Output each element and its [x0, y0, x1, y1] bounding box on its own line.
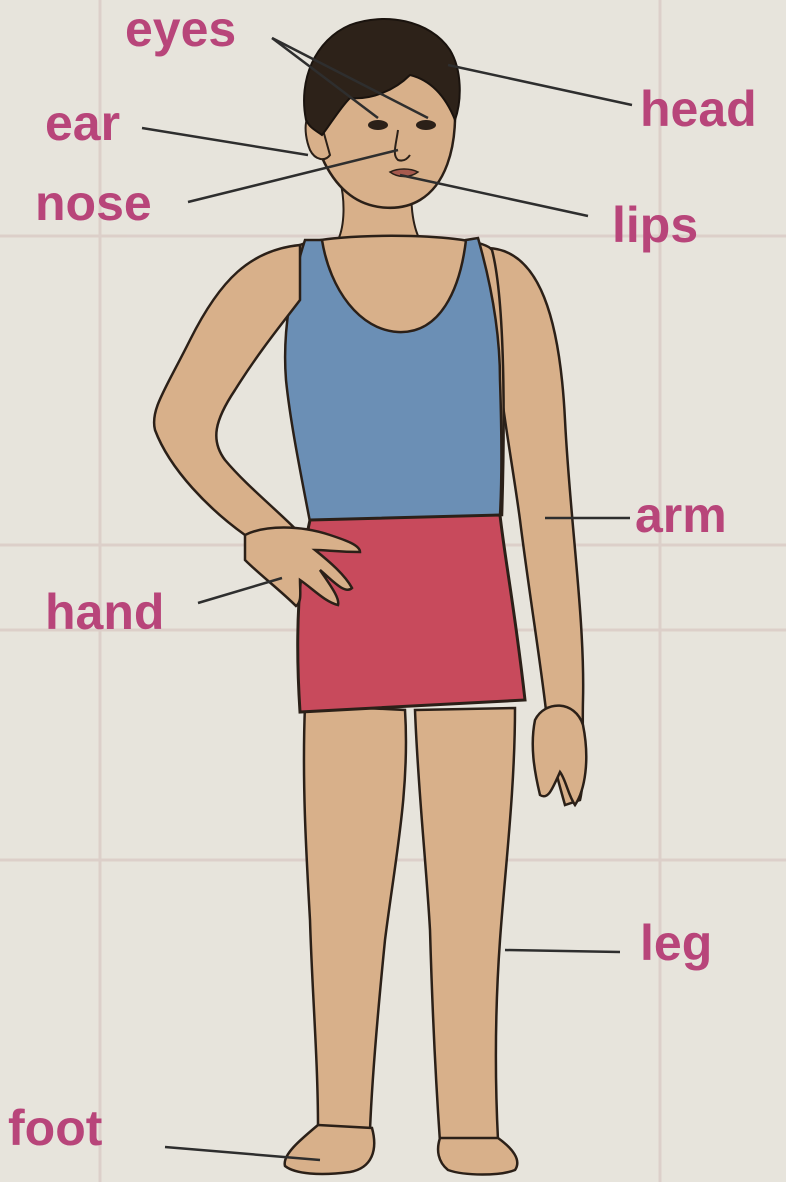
- leg-leader-line: [505, 950, 620, 952]
- label-ear: ear: [45, 98, 120, 148]
- right-foot: [438, 1138, 517, 1175]
- head-leader-line: [448, 65, 632, 105]
- label-head: head: [640, 84, 757, 134]
- ear-leader-line: [142, 128, 308, 155]
- label-hand: hand: [45, 587, 164, 637]
- label-leg: leg: [640, 918, 712, 968]
- right-hand: [533, 706, 587, 805]
- label-lips: lips: [612, 200, 698, 250]
- left-foot: [285, 1125, 375, 1174]
- label-arm: arm: [635, 490, 727, 540]
- hand-leader-line: [198, 578, 282, 603]
- label-eyes: eyes: [125, 4, 236, 54]
- left-eye: [368, 120, 388, 130]
- right-leg: [415, 708, 515, 1142]
- left-leg: [304, 705, 406, 1130]
- label-nose: nose: [35, 178, 152, 228]
- label-foot: foot: [8, 1103, 102, 1153]
- left-arm: [154, 245, 310, 560]
- right-eye: [416, 120, 436, 130]
